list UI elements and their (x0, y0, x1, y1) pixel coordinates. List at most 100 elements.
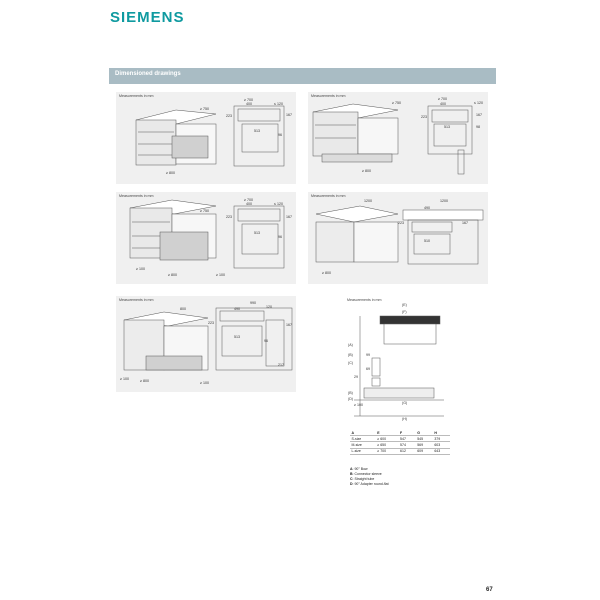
legend-item: A: 90° Bow (350, 467, 389, 472)
table-cell: ≥ 600 (375, 435, 399, 443)
table-row: L-size ≥ 700 612 609 643 (350, 448, 450, 455)
dim-label: (G) (402, 401, 407, 405)
dim-label: 800 (180, 307, 186, 311)
panel-label: Measurements in mm (347, 298, 382, 302)
table-header-row: A E F G H (350, 430, 450, 437)
dim-label: 167 (286, 113, 292, 117)
dim-label: ≥ 700 (244, 98, 253, 102)
dim-label: 223 (226, 215, 232, 219)
dim-label: 400 (246, 102, 252, 106)
dim-label: 513 (234, 335, 240, 339)
dim-label: 223 (226, 114, 232, 118)
dim-label: ≥ 750 (392, 101, 401, 105)
dim-label: ≥ 800 (322, 271, 331, 275)
dim-label: 167 (286, 215, 292, 219)
legend-key: C (350, 477, 353, 481)
panel-label: Measurements in mm (311, 94, 346, 98)
drawing-panel-3-svg: ≥ 700 400 ≤ 120 ≥ 750 223 167 513 96 ≥ 1… (129, 198, 292, 277)
size-spec-table-container: A E F G H S-size ≥ 600 547 545 379 M-siz… (350, 430, 450, 455)
dim-label: ≥ 700 (438, 97, 447, 101)
dim-label: (H) (402, 417, 407, 421)
dim-label: 400 (246, 202, 252, 206)
dim-label: 167 (462, 221, 468, 225)
dim-label: 99 (366, 353, 370, 357)
dim-label: (B) (348, 353, 353, 357)
dimension-drawing-panel-3: ≥ 700 400 ≤ 120 ≥ 750 223 167 513 96 ≥ 1… (116, 192, 296, 284)
component-legend: A: 90° Bow B: Connector sleeve C: Straig… (350, 467, 389, 487)
dim-label: ≥ 100 (216, 273, 225, 277)
table-cell: ≥ 700 (375, 448, 399, 455)
dimension-drawing-panel-2: ≥ 700 400 ≤ 120 ≥ 750 223 167 513 98 ≥ 8… (308, 92, 488, 184)
dim-label: 96 (264, 339, 268, 343)
dim-label: 1200 (440, 199, 448, 203)
dim-label: ≥ 800 (166, 171, 175, 175)
table-header-cell: H (432, 430, 450, 437)
dim-label: ≥ 100 (354, 403, 363, 407)
dim-label: ≤ 120 (474, 101, 483, 105)
table-cell: 609 (415, 448, 433, 455)
table-cell: M-size (350, 441, 376, 449)
siemens-logo: SIEMENS (110, 9, 185, 26)
dim-label: 223 (398, 221, 404, 225)
legend-key: B (350, 472, 353, 476)
panel-label: Measurements in mm (311, 194, 346, 198)
dim-label: (E) (402, 303, 407, 307)
section-header-bar: Dimensioned drawings (109, 68, 496, 84)
dimension-drawing-panel-4: 1200 1200 490 223 167 510 ≥ 800 Measurem… (308, 192, 488, 284)
dim-label: 167 (286, 323, 292, 327)
legend-key: D (350, 482, 353, 486)
table-cell: 603 (432, 441, 450, 449)
legend-item: D: 90° Adapter round-flat (350, 482, 389, 487)
dim-label: 513 (254, 231, 260, 235)
panel-label: Measurements in mm (119, 94, 154, 98)
legend-item: B: Connector sleeve (350, 472, 389, 477)
table-header-cell: G (415, 430, 433, 437)
dim-label: 167 (476, 113, 482, 117)
dim-label: 96 (278, 235, 282, 239)
dimension-drawing-panel-6: (E) (F) (A) (B) 99 (C) 69 29 (B) (D) ≥ 1… (344, 296, 452, 496)
table-cell: 569 (415, 441, 433, 449)
dimension-drawing-panel-5: 800 990 120 490 223 167 513 96 ≥ 100 ≥ 8… (116, 296, 296, 392)
page-number: 67 (486, 587, 493, 593)
dim-label: (C) (348, 361, 353, 365)
table-cell: 612 (398, 448, 416, 455)
dim-label: (D) (348, 397, 353, 401)
dim-label: (B) (348, 391, 353, 395)
legend-item: C: Straight tube (350, 477, 389, 482)
dim-label: 513 (254, 129, 260, 133)
table-cell: 379 (432, 435, 450, 443)
legend-key: A (350, 467, 353, 471)
dim-label: 217 (278, 363, 284, 367)
table-cell: 545 (415, 435, 433, 443)
legend-text: : Straight tube (352, 477, 375, 481)
table-cell: 643 (432, 448, 450, 455)
drawing-panel-1-svg: ≥ 700 400 ≤ 120 223 167 513 96 ≥ 800 ≥ 7… (135, 98, 292, 175)
dim-label: 69 (366, 367, 370, 371)
dim-label: ≥ 100 (200, 381, 209, 385)
dim-label: ≥ 800 (140, 379, 149, 383)
dim-label: 223 (208, 321, 214, 325)
legend-text: : Connector sleeve (352, 472, 382, 476)
drawing-panel-2-svg: ≥ 700 400 ≤ 120 ≥ 750 223 167 513 98 ≥ 8… (312, 97, 483, 175)
dim-label: ≥ 750 (200, 107, 209, 111)
drawing-panel-5-svg: 800 990 120 490 223 167 513 96 ≥ 100 ≥ 8… (120, 301, 293, 385)
dim-label: 223 (421, 115, 427, 119)
table-cell: 547 (398, 435, 416, 443)
table-cell: S-size (350, 435, 376, 443)
panel-label: Measurements in mm (119, 298, 154, 302)
legend-text: : 90° Bow (352, 467, 368, 471)
table-header-cell: E (375, 430, 399, 437)
table-header-cell: F (398, 430, 416, 437)
panel-label: Measurements in mm (119, 194, 154, 198)
table-row: S-size ≥ 600 547 545 379 (350, 435, 450, 443)
legend-text: : 90° Adapter round-flat (352, 482, 389, 486)
dim-label: ≥ 100 (136, 267, 145, 271)
dim-label: 490 (424, 206, 430, 210)
dim-label: ≤ 120 (274, 202, 283, 206)
dim-label: ≤ 120 (274, 102, 283, 106)
dim-label: 96 (278, 133, 282, 137)
dim-label: (F) (402, 310, 407, 314)
dim-label: 120 (266, 305, 272, 309)
table-cell: L-size (350, 448, 376, 455)
dim-label: 98 (476, 125, 480, 129)
